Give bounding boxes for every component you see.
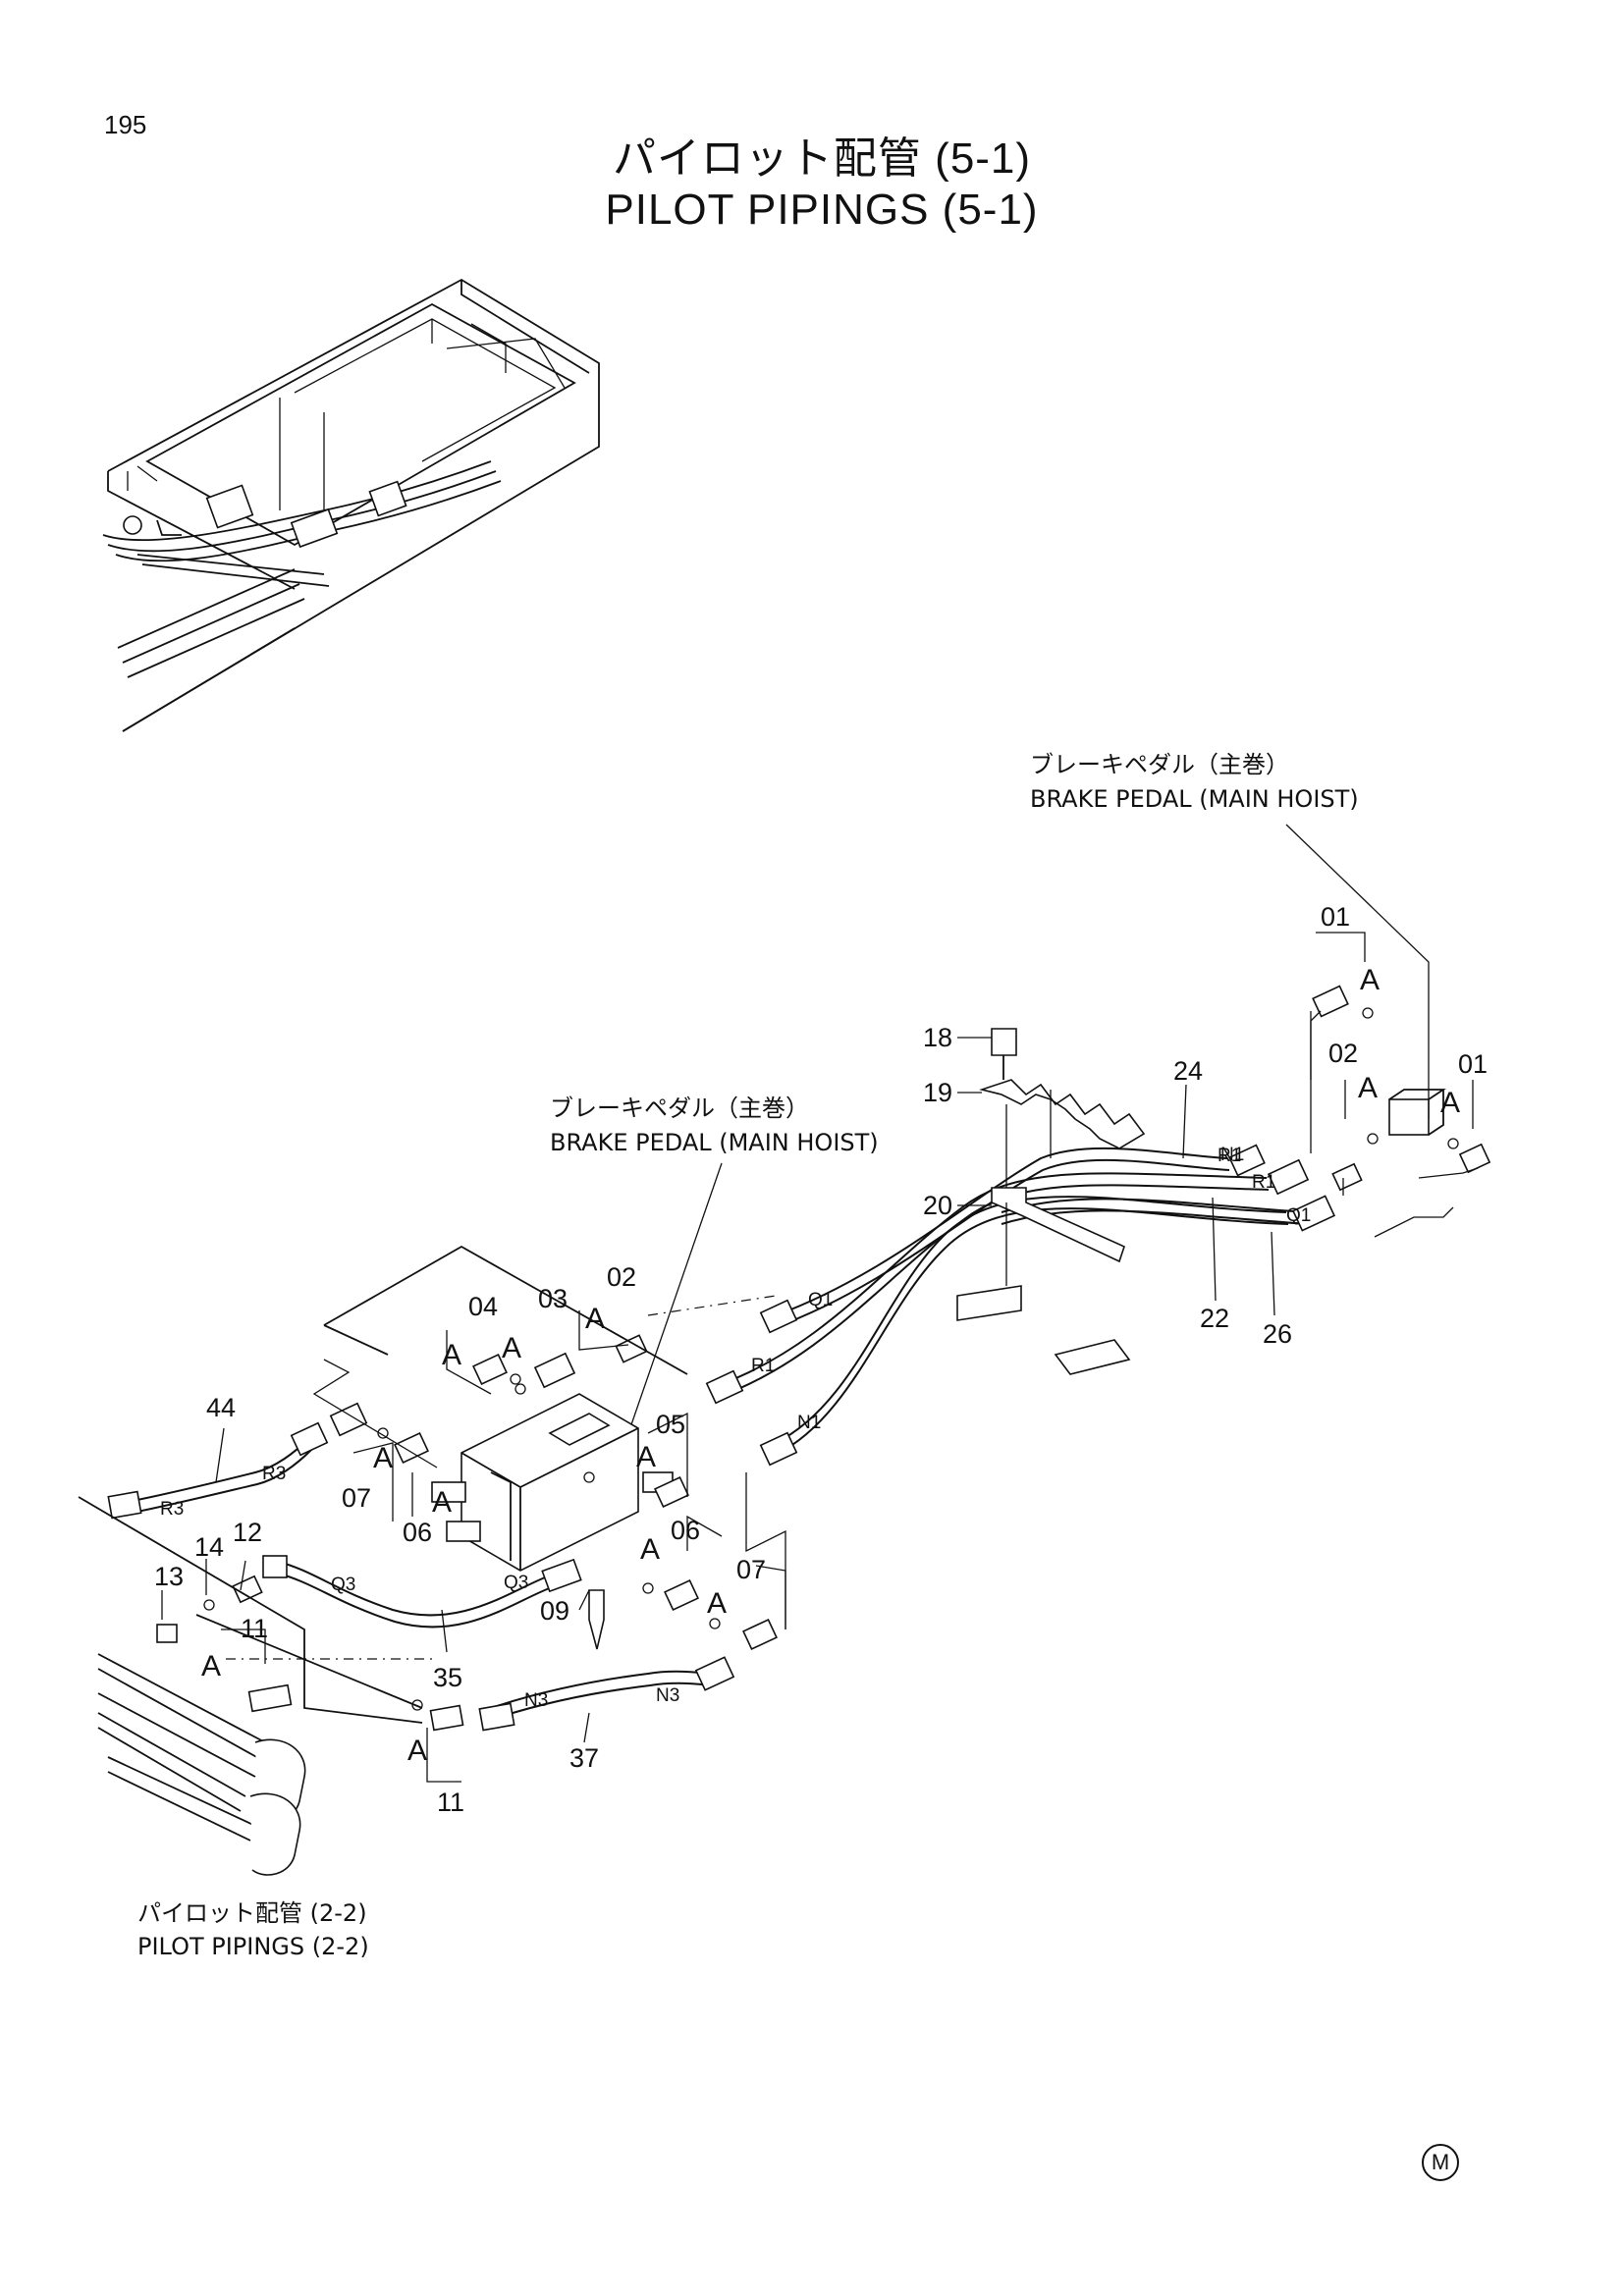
port-label: Q1 bbox=[808, 1290, 833, 1310]
part-labels: 01 01 02 02 03 04 05 06 06 07 07 09 11 1… bbox=[154, 902, 1488, 1817]
callout-text-en: BRAKE PEDAL (MAIN HOIST) bbox=[550, 1129, 879, 1156]
machine-frame-illustration bbox=[102, 278, 600, 732]
left-fittings bbox=[156, 1299, 798, 1732]
part-label: 09 bbox=[540, 1596, 569, 1626]
page-title-en: PILOT PIPINGS (5-1) bbox=[605, 186, 1039, 234]
part-label: 07 bbox=[736, 1555, 766, 1584]
number-leaders bbox=[161, 1037, 1275, 1743]
part-label: 14 bbox=[194, 1532, 224, 1562]
part-label: 19 bbox=[923, 1078, 952, 1107]
part-label: 44 bbox=[206, 1393, 236, 1422]
part-label: 06 bbox=[403, 1518, 432, 1547]
detail-marker-a: A bbox=[707, 1587, 727, 1620]
part-label: 04 bbox=[468, 1292, 498, 1321]
clamp-assembly bbox=[956, 1028, 1146, 1375]
manufacturer-stamp: M bbox=[1422, 2144, 1459, 2181]
page-title-jp: パイロット配管 (5-1) bbox=[612, 134, 1032, 183]
port-label: N1 bbox=[1220, 1145, 1244, 1165]
part-label: 37 bbox=[569, 1743, 599, 1773]
detail-marker-a: A bbox=[201, 1650, 221, 1682]
part-label: 01 bbox=[1321, 902, 1350, 932]
reference-text-en: PILOT PIPINGS (2-2) bbox=[137, 1933, 369, 1960]
port-label: N3 bbox=[656, 1685, 679, 1706]
reference-text-jp: パイロット配管 (2-2) bbox=[137, 1899, 367, 1927]
port-label: Q3 bbox=[331, 1575, 355, 1595]
part-label: 26 bbox=[1263, 1319, 1292, 1349]
right-fittings bbox=[1228, 985, 1491, 1238]
detail-markers: A A A A A A A A A A A A A bbox=[201, 964, 1460, 1767]
part-label: 24 bbox=[1173, 1056, 1203, 1086]
port-label: N3 bbox=[524, 1690, 548, 1711]
detail-marker-a: A bbox=[407, 1735, 427, 1767]
leader-lines bbox=[78, 932, 1474, 1783]
detail-marker-a: A bbox=[373, 1442, 393, 1474]
control-valve-block bbox=[431, 1393, 674, 1572]
part-label: 13 bbox=[154, 1562, 184, 1591]
part-label: 35 bbox=[433, 1663, 462, 1692]
detail-marker-a: A bbox=[585, 1303, 605, 1335]
brake-pedal-callout-mid: ブレーキペダル（主巻） BRAKE PEDAL (MAIN HOIST) bbox=[550, 1095, 879, 1434]
port-label: Q3 bbox=[504, 1573, 528, 1593]
port-label: R1 bbox=[751, 1356, 775, 1376]
port-label: R1 bbox=[1252, 1172, 1275, 1193]
detail-marker-a: A bbox=[1360, 964, 1380, 996]
part-label: 05 bbox=[656, 1410, 685, 1439]
port-label: R3 bbox=[262, 1464, 286, 1484]
part-label: 12 bbox=[233, 1518, 262, 1547]
detail-marker-a: A bbox=[636, 1441, 656, 1473]
callout-text-jp: ブレーキペダル（主巻） bbox=[550, 1095, 809, 1122]
detail-marker-a: A bbox=[1440, 1087, 1460, 1119]
callout-text-jp: ブレーキペダル（主巻） bbox=[1030, 751, 1289, 778]
frame-pipes-bottom bbox=[97, 1653, 306, 1876]
port-label: N1 bbox=[797, 1413, 821, 1433]
part-label: 11 bbox=[241, 1614, 268, 1643]
part-label: 02 bbox=[607, 1262, 636, 1292]
part-label: 06 bbox=[671, 1516, 700, 1545]
part-label: 20 bbox=[923, 1191, 952, 1220]
part-label: 03 bbox=[538, 1284, 568, 1313]
pilot-pipings-reference: パイロット配管 (2-2) PILOT PIPINGS (2-2) bbox=[137, 1899, 369, 1960]
page-number: 195 bbox=[104, 110, 147, 139]
brake-pedal-callout-top: ブレーキペダル（主巻） BRAKE PEDAL (MAIN HOIST) bbox=[1030, 751, 1430, 1119]
port-label: R1 bbox=[1218, 1146, 1241, 1166]
detail-marker-a: A bbox=[1358, 1072, 1378, 1104]
port-label: R3 bbox=[160, 1499, 184, 1520]
part-label: 01 bbox=[1458, 1049, 1488, 1079]
detail-marker-a: A bbox=[432, 1486, 452, 1519]
detail-marker-a: A bbox=[640, 1533, 660, 1566]
port-labels: Q1 Q1 R1 R1 R1 N1 N1 R3 R3 Q3 Q3 N3 N3 bbox=[160, 1145, 1311, 1711]
left-hoses bbox=[107, 1421, 735, 1732]
part-label: 02 bbox=[1328, 1039, 1358, 1068]
part-label: 07 bbox=[342, 1483, 371, 1513]
part-label: 22 bbox=[1200, 1304, 1229, 1333]
port-label: Q1 bbox=[1286, 1205, 1311, 1226]
part-label: 11 bbox=[437, 1788, 464, 1817]
detail-marker-a: A bbox=[442, 1339, 461, 1371]
detail-marker-a: A bbox=[502, 1332, 521, 1364]
callout-text-en: BRAKE PEDAL (MAIN HOIST) bbox=[1030, 785, 1359, 813]
part-label: 18 bbox=[923, 1023, 952, 1052]
